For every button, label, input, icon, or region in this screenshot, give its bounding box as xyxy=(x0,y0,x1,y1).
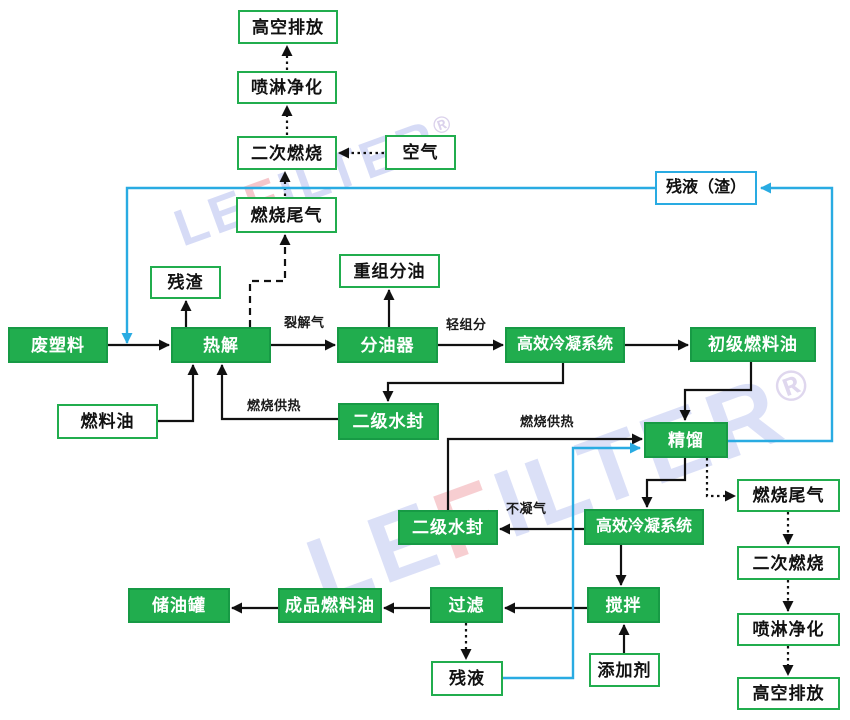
node-heavy-fraction-oil: 重组分油 xyxy=(339,254,440,288)
edge-primary-fuel-distillation xyxy=(679,362,753,421)
node-air: 空气 xyxy=(385,135,456,170)
edge-distillation-residual-slag xyxy=(728,182,834,443)
solid-connectors xyxy=(108,289,753,653)
edge-residual-liquid-distillation xyxy=(503,442,641,680)
recycle-connectors xyxy=(121,182,834,680)
node-finished-fuel-oil: 成品燃料油 xyxy=(278,588,382,623)
node-additive: 添加剂 xyxy=(589,653,660,687)
node-filtration: 过滤 xyxy=(430,587,503,623)
node-fuel-oil: 燃料油 xyxy=(57,404,158,439)
node-oil-storage-tank: 储油罐 xyxy=(128,588,230,623)
node-secondary-combustion-right: 二次燃烧 xyxy=(737,546,840,580)
edge-fuel-oil-pyrolysis xyxy=(158,364,199,423)
node-condensing-system-2: 高效冷凝系统 xyxy=(584,509,704,545)
node-mixing: 搅拌 xyxy=(587,587,660,623)
node-waste-plastic: 废塑料 xyxy=(8,327,108,363)
node-distillation: 精馏 xyxy=(644,422,728,458)
node-secondary-combustion-top: 二次燃烧 xyxy=(237,136,337,170)
node-flue-gas-right: 燃烧尾气 xyxy=(737,479,840,512)
node-residue: 残渣 xyxy=(150,266,221,299)
edge-residual-slag-pyrolysis xyxy=(121,186,655,344)
node-spray-purification-right: 喷淋净化 xyxy=(737,613,840,646)
edge-label-non-condensable-gas: 不凝气 xyxy=(506,501,547,516)
node-high-altitude-discharge-right: 高空排放 xyxy=(737,677,840,710)
node-oil-separator: 分油器 xyxy=(337,327,438,363)
edge-pyrolysis-flue-gas-top xyxy=(248,234,291,327)
node-spray-purification-top: 喷淋净化 xyxy=(237,71,337,104)
dashed-connectors xyxy=(248,234,291,327)
edge-condensing1-water-seal1 xyxy=(382,363,565,402)
edge-distillation-flue-gas-right xyxy=(705,458,736,502)
node-primary-fuel-oil: 初级燃料油 xyxy=(690,327,816,362)
node-pyrolysis: 热解 xyxy=(171,327,271,363)
edge-label-light-fraction: 轻组分 xyxy=(446,317,487,332)
edge-label-combustion-heat-right: 燃烧供热 xyxy=(520,414,575,429)
edge-distillation-condensing2 xyxy=(641,458,687,508)
node-residual-liquid: 残液 xyxy=(431,661,503,696)
edge-label-pyrolysis-gas: 裂解气 xyxy=(284,315,325,330)
edge-water-seal1-pyrolysis xyxy=(216,364,338,421)
node-water-seal-1: 二级水封 xyxy=(338,403,439,440)
node-high-altitude-discharge-top: 高空排放 xyxy=(238,10,338,44)
dotted-connectors xyxy=(279,45,794,676)
edge-label-combustion-heat-left: 燃烧供热 xyxy=(247,398,302,413)
edge-water-seal2-distillation xyxy=(446,433,643,510)
node-residual-slag: 残液（渣） xyxy=(655,171,757,205)
node-flue-gas-top: 燃烧尾气 xyxy=(236,197,337,233)
node-water-seal-2: 二级水封 xyxy=(398,510,498,545)
node-condensing-system-1: 高效冷凝系统 xyxy=(505,327,625,363)
